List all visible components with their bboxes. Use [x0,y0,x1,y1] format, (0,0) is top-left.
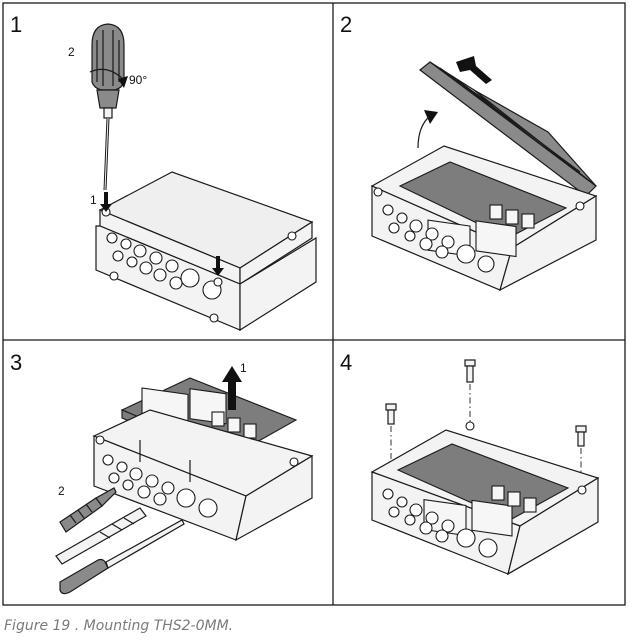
callout-rotate-angle: 90° [129,73,147,87]
panel-3-number: 3 [10,350,22,375]
screwdriver-icon [91,23,125,191]
panel-4-number: 4 [340,350,352,375]
callout-screw-step: 1 [90,193,97,207]
screw-icon [575,425,587,490]
callout-rotate-step: 2 [68,45,75,59]
closed-enclosure [95,171,317,332]
step-drill-icon [59,487,117,533]
mounted-enclosure [370,421,600,576]
screwdriver-tool-icon [59,519,185,595]
callout-drill-tool: 2 [58,484,65,498]
empty-enclosure [92,409,314,542]
open-lid [419,61,597,197]
panel-4: 4 [340,350,600,576]
panel-grid-frame [2,2,626,606]
open-enclosure [370,145,598,292]
screw-icon [464,359,476,424]
panel-3: 3 1 [10,350,314,595]
panel-2: 2 [340,12,598,292]
panel-1: 1 2 90° 1 [10,12,317,332]
panel-2-number: 2 [340,12,352,37]
drill-bit-icon [55,507,147,565]
callout-lift-board: 1 [240,361,247,375]
figure-caption: Figure 19 . Mounting THS2-0MM. [4,618,234,634]
panel-1-number: 1 [10,12,22,37]
